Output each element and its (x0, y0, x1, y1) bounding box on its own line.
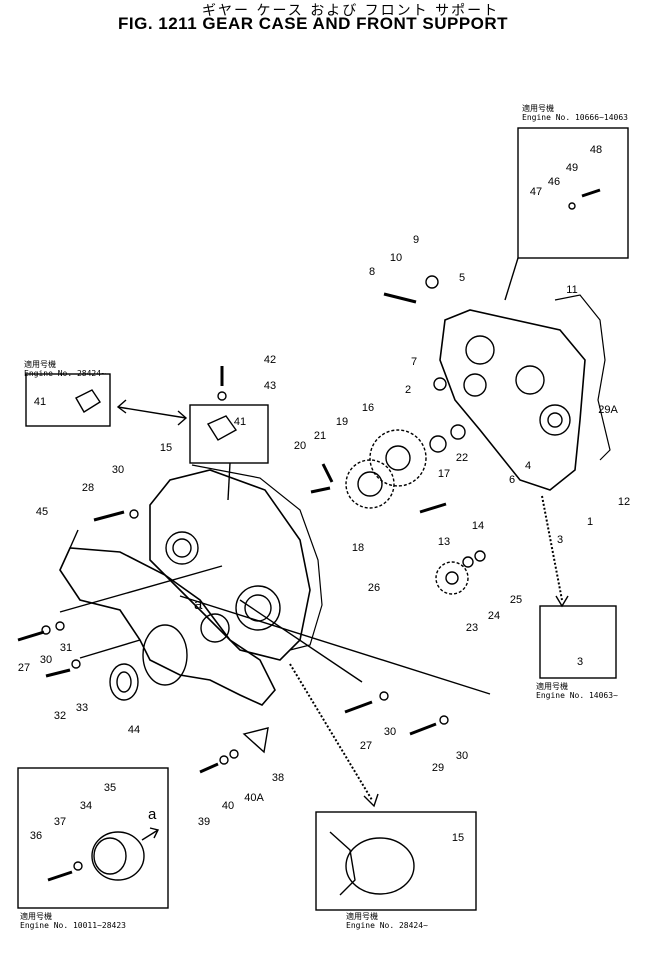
callout-number: 3 (556, 534, 564, 546)
callout-number: 14 (471, 520, 485, 532)
callout-number: 30 (383, 726, 397, 738)
callout-number: 30 (39, 654, 53, 666)
callout-number: 8 (368, 266, 376, 278)
view-marker-a: a (194, 596, 203, 613)
inset-note-bottom-center: 適用号機 Engine No. 28424~ (346, 912, 428, 930)
note-label: 適用号機 (536, 682, 568, 691)
callout-number: 24 (487, 610, 501, 622)
view-marker-a: a (148, 806, 157, 823)
callout-number: 30 (455, 750, 469, 762)
callout-number: 34 (79, 800, 93, 812)
inset-box-left (25, 373, 111, 427)
callout-number: 21 (313, 430, 327, 442)
callout-number: 23 (465, 622, 479, 634)
callout-number: 17 (437, 468, 451, 480)
japanese-title: ギヤー ケース および フロント サポート (202, 3, 500, 19)
callout-number: 9 (412, 234, 420, 246)
callout-number: 29A (598, 404, 618, 416)
callout-number: 29 (431, 762, 445, 774)
callout-number: 45 (35, 506, 49, 518)
inset-box-right-mid (539, 605, 617, 679)
callout-number: 40 (221, 800, 235, 812)
callout-number: 49 (565, 162, 579, 174)
note-label: 適用号機 (522, 104, 554, 113)
callout-number: 7 (410, 356, 418, 368)
callout-number: 30 (111, 464, 125, 476)
callout-number: 12 (617, 496, 631, 508)
callout-number: 26 (367, 582, 381, 594)
callout-number: 41 (233, 416, 247, 428)
inset-note-right-mid: 適用号機 Engine No. 14063~ (536, 682, 618, 700)
callout-number: 15 (451, 832, 465, 844)
callout-number: 22 (455, 452, 469, 464)
callout-number: 38 (271, 772, 285, 784)
note-label: 適用号機 (346, 912, 378, 921)
callout-number: 31 (59, 642, 73, 654)
callout-number: 4 (524, 460, 532, 472)
callout-number: 44 (127, 724, 141, 736)
callout-number: 36 (29, 830, 43, 842)
callout-number: 46 (547, 176, 561, 188)
callout-number: 25 (509, 594, 523, 606)
callout-number: 47 (529, 186, 543, 198)
callout-number: 18 (351, 542, 365, 554)
callout-number: 27 (17, 662, 31, 674)
callout-number: 10 (389, 252, 403, 264)
inset-box-bottom-center (315, 811, 477, 911)
inset-note-top-right: 適用号機 Engine No. 10666~14063 (522, 104, 628, 122)
figure-title: FIG. 1211 GEAR CASE AND FRONT SUPPORT (118, 14, 509, 33)
callout-number: 15 (159, 442, 173, 454)
inset-box-bottom-left (17, 767, 169, 909)
callout-number: 43 (263, 380, 277, 392)
callout-number: 20 (293, 440, 307, 452)
callout-number: 13 (437, 536, 451, 548)
callout-number: 2 (404, 384, 412, 396)
note-engine-range: Engine No. 28424~ (24, 369, 106, 378)
callout-number: 5 (458, 272, 466, 284)
note-engine-range: Engine No. 28424~ (346, 921, 428, 930)
callout-number: 37 (53, 816, 67, 828)
inset-box-top-right (517, 127, 629, 259)
note-label: 適用号機 (20, 912, 52, 921)
note-label: 適用号機 (24, 360, 56, 369)
callout-number: 42 (263, 354, 277, 366)
callout-number: 19 (335, 416, 349, 428)
note-engine-range: Engine No. 10011~28423 (20, 921, 126, 930)
note-engine-range: Engine No. 14063~ (536, 691, 618, 700)
callout-number: 1 (586, 516, 594, 528)
inset-note-left: 適用号機 Engine No. 28424~ (24, 360, 106, 378)
callout-number: 41 (33, 396, 47, 408)
callout-number: 28 (81, 482, 95, 494)
callout-number: 27 (359, 740, 373, 752)
callout-number: 48 (589, 144, 603, 156)
note-engine-range: Engine No. 10666~14063 (522, 113, 628, 122)
callout-number: 33 (75, 702, 89, 714)
callout-number: 11 (566, 284, 578, 296)
callout-number: 32 (53, 710, 67, 722)
callout-number: 35 (103, 782, 117, 794)
inset-note-bottom-left: 適用号機 Engine No. 10011~28423 (20, 912, 126, 930)
callout-number: 3 (576, 656, 584, 668)
callout-number: 39 (197, 816, 211, 828)
callout-number: 16 (361, 402, 375, 414)
callout-number: 6 (508, 474, 516, 486)
callout-number: 40A (244, 792, 264, 804)
inset-box-bracket (189, 404, 269, 464)
